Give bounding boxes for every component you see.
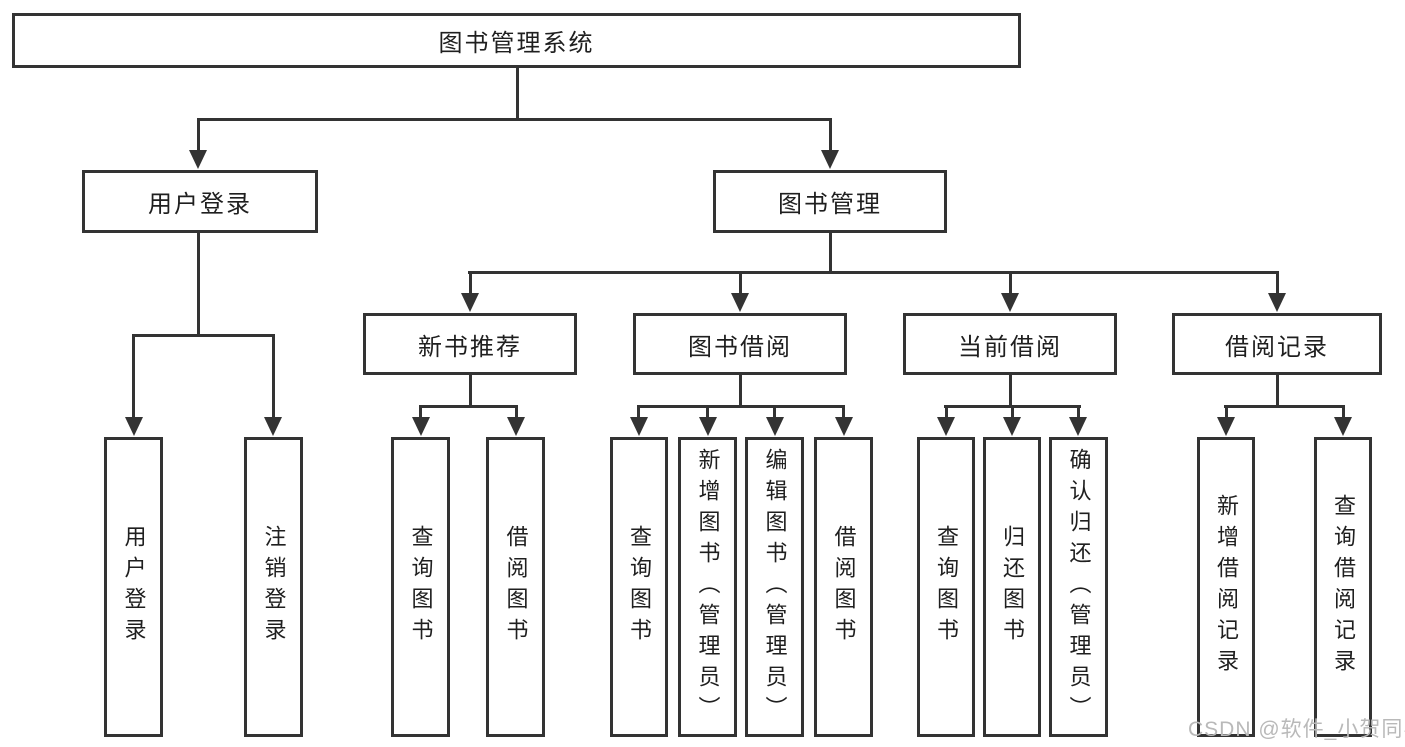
leaf-user-login: 用户登录 [104, 437, 163, 737]
connector-line [197, 233, 200, 337]
arrow-down-icon [765, 405, 784, 436]
connector-line [1008, 375, 1012, 408]
arrow-down-icon [731, 271, 749, 312]
node-label: 查询借阅记录 [1331, 494, 1356, 680]
node-label: 注销登录 [261, 525, 287, 649]
node-label: 查询图书 [627, 525, 652, 649]
arrow-down-icon [1217, 405, 1235, 436]
node-label: 新书推荐 [418, 333, 522, 361]
arrow-down-icon [189, 118, 207, 169]
node-book-management: 图书管理 [713, 170, 947, 233]
node-book-borrowing: 图书借阅 [633, 313, 847, 375]
node-label: 新增图书（管理员） [695, 447, 721, 727]
connector-line [828, 233, 832, 274]
leaf-query-books-recommend: 查询图书 [391, 437, 450, 737]
arrow-down-icon [124, 334, 143, 436]
arrow-down-icon [1069, 405, 1087, 436]
arrow-down-icon [629, 405, 648, 436]
connector-line [197, 118, 832, 121]
arrow-down-icon [834, 405, 853, 436]
leaf-borrow-books-recommend: 借阅图书 [486, 437, 545, 737]
watermark: CSDN @软件_小贺同学 [1188, 718, 1405, 741]
node-library-management-system: 图书管理系统 [12, 13, 1021, 68]
node-new-book-recommend: 新书推荐 [363, 313, 577, 375]
connector-line [1275, 375, 1279, 408]
connector-line [468, 271, 1278, 274]
node-label: 借阅图书 [503, 525, 529, 649]
node-label: 借阅图书 [831, 525, 857, 649]
connector-line [468, 375, 472, 408]
node-label: 图书借阅 [688, 333, 792, 361]
leaf-query-borrow-record: 查询借阅记录 [1314, 437, 1372, 737]
node-borrowing-records: 借阅记录 [1172, 313, 1382, 375]
node-label: 新增借阅记录 [1214, 494, 1239, 680]
arrow-down-icon [507, 405, 525, 436]
node-label: 查询图书 [408, 525, 434, 649]
arrow-down-icon [821, 118, 839, 169]
arrow-down-icon [461, 271, 479, 312]
arrow-down-icon [1334, 405, 1352, 436]
leaf-logout: 注销登录 [244, 437, 303, 737]
arrow-down-icon [937, 405, 955, 436]
arrow-down-icon [264, 334, 282, 436]
arrow-down-icon [698, 405, 717, 436]
leaf-add-borrow-record: 新增借阅记录 [1197, 437, 1255, 737]
arrow-down-icon [411, 405, 430, 436]
node-user-login: 用户登录 [82, 170, 318, 233]
connector-line [1224, 405, 1345, 408]
node-current-borrowing: 当前借阅 [903, 313, 1117, 375]
arrow-down-icon [1003, 405, 1021, 436]
node-label: 借阅记录 [1225, 333, 1329, 361]
node-label: 用户登录 [148, 191, 252, 218]
leaf-return-book: 归还图书 [983, 437, 1041, 737]
connector-line [637, 405, 845, 408]
node-label: 确认归还（管理员） [1066, 447, 1092, 727]
node-label: 归还图书 [1000, 525, 1025, 649]
arrow-down-icon [1268, 271, 1286, 312]
arrow-down-icon [1001, 271, 1019, 312]
leaf-add-book-admin: 新增图书（管理员） [678, 437, 737, 737]
node-label: 图书管理系统 [438, 30, 595, 57]
connector-line [516, 68, 519, 120]
node-label: 查询图书 [934, 525, 959, 649]
connector-line [419, 405, 518, 408]
leaf-confirm-return-admin: 确认归还（管理员） [1049, 437, 1108, 737]
node-label: 用户登录 [121, 525, 147, 649]
node-label: 当前借阅 [958, 333, 1062, 361]
connector-line [132, 334, 275, 337]
leaf-edit-book-admin: 编辑图书（管理员） [745, 437, 804, 737]
connector-line [738, 375, 742, 408]
leaf-query-books-borrow: 查询图书 [610, 437, 668, 737]
leaf-borrow-books: 借阅图书 [814, 437, 873, 737]
node-label: 图书管理 [778, 191, 882, 218]
node-label: 编辑图书（管理员） [762, 447, 788, 727]
leaf-query-books-current: 查询图书 [917, 437, 975, 737]
